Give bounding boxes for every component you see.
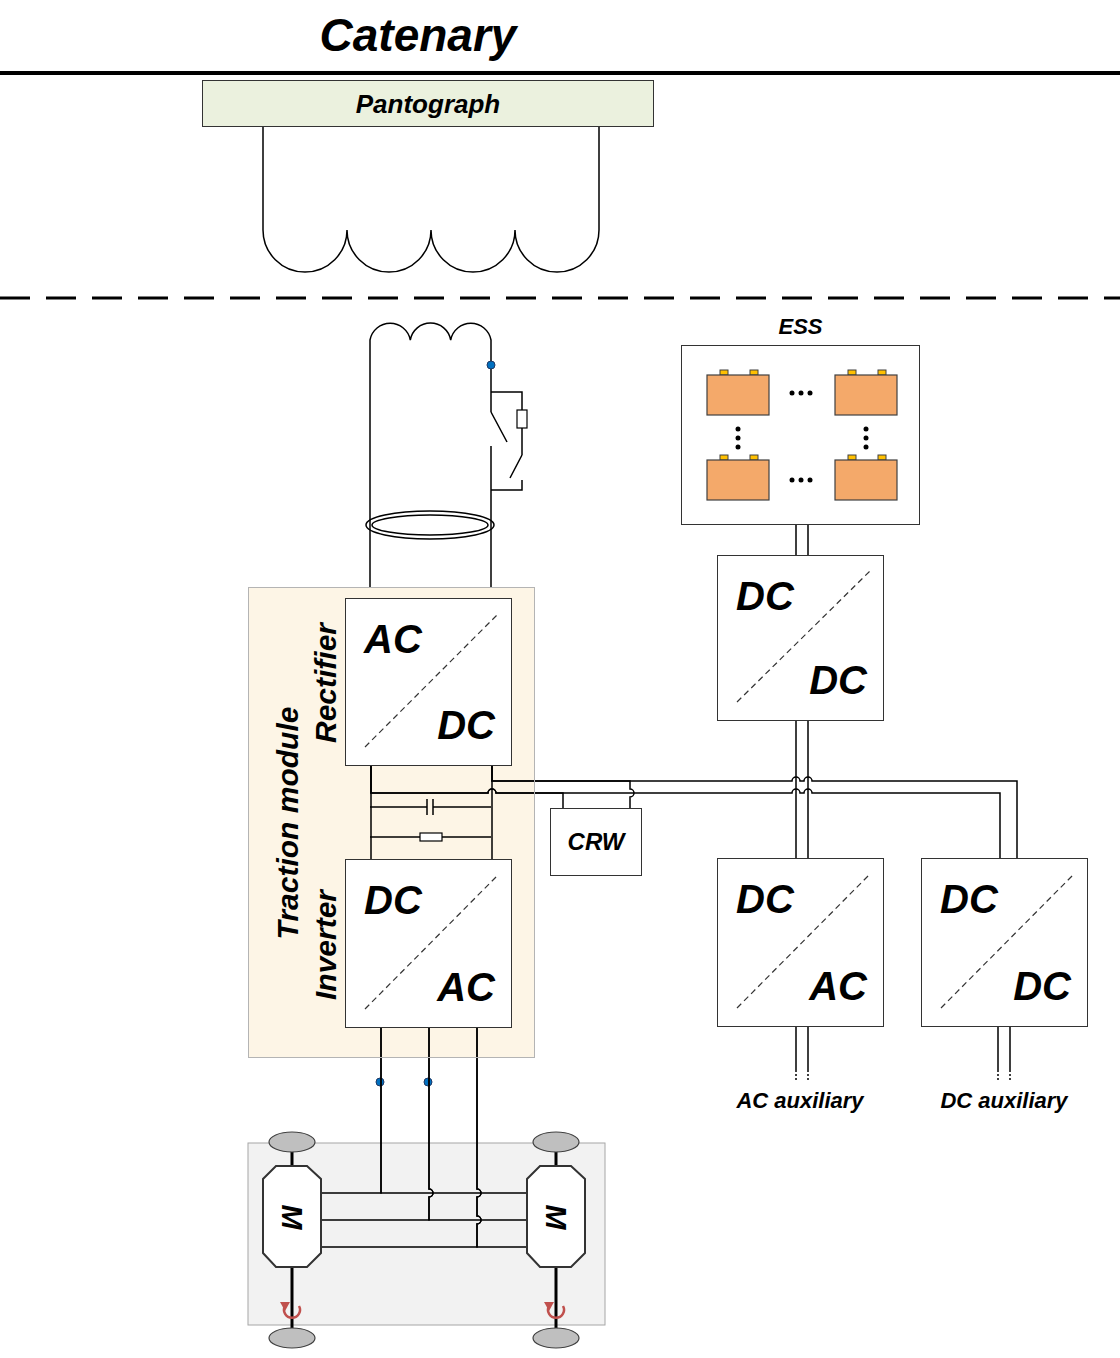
traction-module-fill: [248, 587, 535, 1058]
rotation-arrowhead: [280, 1302, 290, 1311]
catenary-label: Catenary: [320, 12, 517, 58]
battery-cell: [835, 375, 897, 415]
ellipsis-dot: [864, 427, 869, 432]
converter-diagonal-line: [941, 874, 1074, 1008]
ellipsis-dot: [864, 436, 869, 441]
battery-terminal: [720, 455, 728, 460]
wheel: [269, 1328, 315, 1348]
converter-diagonal-line: [737, 874, 870, 1008]
battery-cell: [707, 460, 769, 500]
ellipsis-dot: [808, 478, 813, 483]
ellipsis-dot: [790, 391, 795, 396]
output-type: AC: [809, 966, 867, 1006]
ellipsis-dot: [864, 445, 869, 450]
aux-output-label: DC auxiliary: [940, 1090, 1067, 1112]
traction-module-band: Traction moduleRectifierACDCInverterDCAC: [248, 587, 535, 1058]
battery-terminal: [878, 455, 886, 460]
precharge-resistor: [517, 410, 527, 428]
ellipsis-dot: [736, 427, 741, 432]
wheel: [533, 1132, 579, 1152]
output-type: DC: [809, 660, 867, 700]
ess-box: ESS: [681, 345, 920, 525]
converter-heading: Inverter: [311, 890, 341, 1000]
output-type: DC: [1013, 966, 1071, 1006]
aux-output-dotted: [796, 1070, 1010, 1082]
converter-diagonal-line: [365, 614, 498, 747]
sensor-dot: [487, 361, 495, 369]
dc-dc-converter: DC DC: [717, 555, 884, 721]
wire-connector: [371, 766, 492, 859]
pantograph-box: Pantograph: [202, 80, 654, 127]
sensor-dot: [376, 1078, 384, 1086]
ellipsis-dot: [799, 391, 804, 396]
motor-octagon-shape: [263, 1166, 321, 1267]
wire-connector: [381, 1028, 526, 1247]
wire-connector: [371, 766, 634, 808]
battery-cell: [707, 375, 769, 415]
aux-output-wire: [796, 1027, 1010, 1070]
battery-cell: [835, 460, 897, 500]
bogie-frame: [248, 1143, 605, 1325]
inverter-box: InverterDCAC: [345, 859, 512, 1028]
current-sensor: [366, 511, 494, 539]
main-contactor: [491, 412, 507, 597]
wire-connector: [371, 766, 1017, 858]
input-type: DC: [940, 879, 998, 919]
output-type: AC: [437, 967, 495, 1007]
crw-box: CRW: [550, 808, 642, 876]
current-sensor: [372, 515, 488, 535]
wire-connector: [796, 525, 808, 555]
dc-link-resistor: [420, 833, 442, 841]
motor-label: M: [541, 1204, 571, 1229]
transformer-secondary: [370, 323, 491, 597]
input-type: DC: [736, 879, 794, 919]
converter-diagonal-line: [365, 875, 498, 1009]
transformer-primary: [263, 127, 599, 272]
input-type: DC: [364, 880, 422, 920]
module-heading: Traction module: [273, 707, 303, 940]
rotation-arrowhead: [544, 1302, 554, 1311]
battery-terminal: [878, 370, 886, 375]
ellipsis-dot: [799, 478, 804, 483]
ellipsis-dot: [790, 478, 795, 483]
wheel: [533, 1328, 579, 1348]
dc-ac-converter: DC AC: [717, 858, 884, 1027]
input-type: DC: [736, 576, 794, 616]
motor-octagon: M: [262, 1165, 322, 1268]
ellipsis-dot: [808, 391, 813, 396]
battery-terminal: [848, 455, 856, 460]
catenary-wire: [0, 71, 1120, 75]
wheel: [269, 1132, 315, 1152]
onboard-boundary: [0, 297, 1120, 300]
ellipsis-dot: [736, 436, 741, 441]
battery-terminal: [750, 455, 758, 460]
battery-cells: [707, 370, 897, 500]
motor-octagon: M: [526, 1165, 586, 1268]
sensor-dot: [424, 1078, 432, 1086]
precharge-branch: [491, 392, 522, 490]
crw-label: CRW: [568, 830, 625, 854]
wire-connector: [796, 721, 808, 858]
motor-octagon-shape: [527, 1166, 585, 1267]
wire-connector: [322, 1028, 481, 1247]
converter-diagonal-line: [737, 571, 870, 702]
ellipsis-dot: [736, 445, 741, 450]
rectifier-box: RectifierACDC: [345, 598, 512, 766]
motor-label: M: [277, 1204, 307, 1229]
aux-output-label: AC auxiliary: [736, 1090, 863, 1112]
battery-terminal: [750, 370, 758, 375]
converter-heading: Rectifier: [311, 623, 341, 743]
battery-terminal: [720, 370, 728, 375]
ess-heading: ESS: [778, 316, 822, 338]
pantograph-label: Pantograph: [356, 91, 500, 117]
dc-dc-converter: DC DC: [921, 858, 1088, 1027]
input-type: AC: [364, 619, 422, 659]
output-type: DC: [437, 705, 495, 745]
battery-terminal: [848, 370, 856, 375]
dc-link-capacitor: [370, 799, 491, 815]
